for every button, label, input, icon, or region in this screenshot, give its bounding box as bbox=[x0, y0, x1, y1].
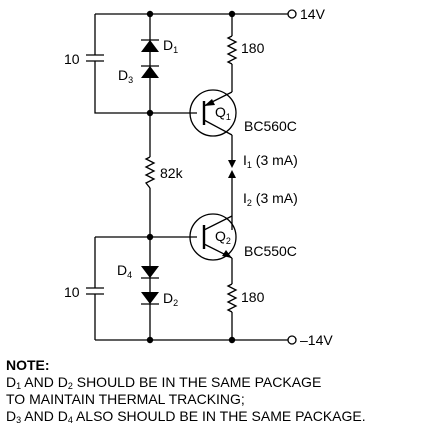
diode-d2-triangle bbox=[141, 292, 159, 304]
note-line-2: TO MAINTAIN THERMAL TRACKING; bbox=[6, 391, 245, 407]
capacitor-top-label: 10 bbox=[64, 51, 80, 67]
q2-emitter-arrow bbox=[222, 250, 232, 258]
resistor-82k bbox=[144, 156, 156, 189]
resistor-180-top bbox=[226, 35, 238, 65]
d2-label: D2 bbox=[163, 290, 178, 308]
capacitor-bottom bbox=[86, 287, 104, 295]
diode-d1-triangle bbox=[141, 40, 159, 52]
junction-dot bbox=[146, 336, 154, 344]
q2-label: Q2 bbox=[215, 228, 231, 246]
q1-emitter-arrow bbox=[204, 99, 215, 106]
negative-rail-label: –14V bbox=[300, 332, 333, 348]
q2-collector-lead bbox=[203, 215, 233, 231]
positive-terminal bbox=[287, 9, 297, 19]
notes-title: NOTE: bbox=[6, 357, 50, 373]
positive-rail-label: 14V bbox=[300, 6, 326, 22]
note-line-3: D3 AND D4 ALSO SHOULD BE IN THE SAME PAC… bbox=[6, 408, 366, 425]
q1-collector-lead bbox=[203, 119, 233, 136]
note-line-1: D1 AND D2 SHOULD BE IN THE SAME PACKAGE bbox=[6, 374, 322, 391]
q2-part-label: BC550C bbox=[244, 243, 297, 259]
i2-arrow-up bbox=[228, 170, 236, 178]
negative-terminal bbox=[287, 335, 297, 345]
current-i2-label: I2 (3 mA) bbox=[243, 190, 298, 208]
c-top-wires bbox=[94, 14, 150, 114]
resistor-180-top-label: 180 bbox=[241, 40, 265, 56]
resistor-180-bottom-label: 180 bbox=[241, 289, 265, 305]
i1-arrow-down bbox=[228, 160, 236, 168]
junction-dot bbox=[228, 10, 236, 18]
capacitor-top bbox=[86, 54, 104, 62]
junction-dot bbox=[146, 10, 154, 18]
q1-label: Q1 bbox=[215, 104, 231, 122]
q1-part-label: BC560C bbox=[244, 118, 297, 134]
d1-label: D1 bbox=[163, 37, 178, 55]
q1-envelope bbox=[189, 89, 237, 137]
diode-d3-triangle bbox=[141, 66, 159, 78]
q2-envelope bbox=[189, 213, 237, 261]
junction-dot bbox=[228, 336, 236, 344]
notes-block: NOTE: D1 AND D2 SHOULD BE IN THE SAME PA… bbox=[6, 357, 436, 425]
junction-dot bbox=[146, 233, 154, 241]
d3-label: D3 bbox=[118, 67, 133, 85]
d4-label: D4 bbox=[117, 262, 132, 280]
current-i1-label: I1 (3 mA) bbox=[243, 152, 298, 170]
c-bot-wires bbox=[94, 236, 150, 340]
resistor-82k-label: 82k bbox=[160, 165, 184, 181]
circuit-schematic: 14V –14V D1 D3 D4 D2 Q1 Q2 BC560C BC550C… bbox=[64, 6, 333, 348]
resistor-180-bottom bbox=[226, 283, 238, 313]
junction-dot bbox=[146, 109, 154, 117]
diode-d4-triangle bbox=[141, 266, 159, 278]
capacitor-bottom-label: 10 bbox=[64, 284, 80, 300]
